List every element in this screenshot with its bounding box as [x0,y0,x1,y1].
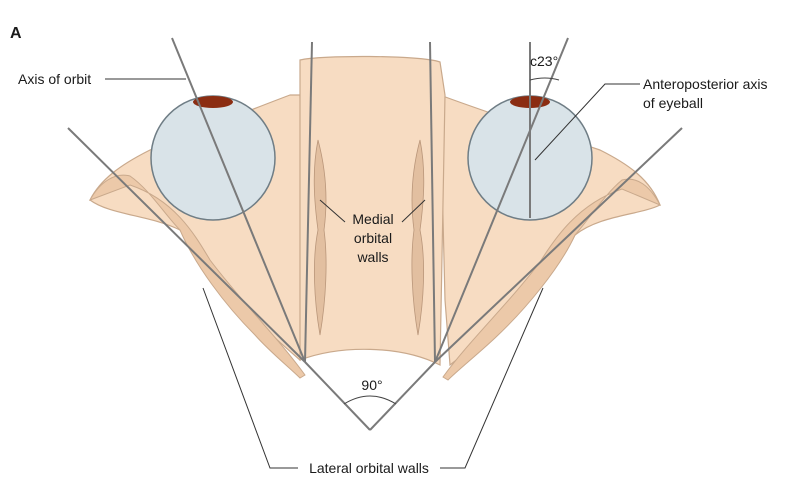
left-medial-wall-line [304,41,313,363]
medial-walls-label-line2: orbital [354,230,392,246]
axis-lines [67,37,683,431]
angle-arc-23 [529,77,560,81]
angle-arc-90 [343,395,397,405]
right-orbital-axis [434,37,569,363]
angle-90-label: 90° [361,377,382,393]
panel-label: A [10,25,22,42]
anteroposterior-leader [534,83,640,161]
left-lateral-wall-line [67,127,306,363]
left-lateral-wall-bone [88,174,306,379]
left-eyeball [150,95,276,221]
right-medial-wall-cells [411,139,425,336]
medial-leader-right [401,199,426,223]
leader-lines [105,78,640,469]
lateral-leader-right [440,287,544,469]
medial-leader-left [319,199,346,223]
right-lateral-wall-bone [442,178,662,381]
anteroposterior-axis-label-line1: Anteroposterior axis [643,76,768,92]
lateral-walls-label: Lateral orbital walls [309,460,429,476]
anteroposterior-axis-label-line2: of eyeball [643,95,703,111]
right-lateral-wall-line [434,127,683,363]
axis-of-orbit-label: Axis of orbit [18,71,91,87]
lateral-leader-left [202,287,298,469]
medial-walls-label-line1: Medial [352,211,393,227]
left-cornea-iris [193,96,233,108]
right-lateral-to-apex [369,361,436,431]
left-medial-wall-cells [313,139,327,336]
left-lateral-to-apex [304,361,371,431]
nasal-bridge-bone [299,55,446,366]
right-medial-wall-line [429,41,436,363]
medial-walls-label-line3: walls [356,249,388,265]
angle-23-label: c23° [530,53,558,69]
left-orbital-axis [171,37,306,363]
